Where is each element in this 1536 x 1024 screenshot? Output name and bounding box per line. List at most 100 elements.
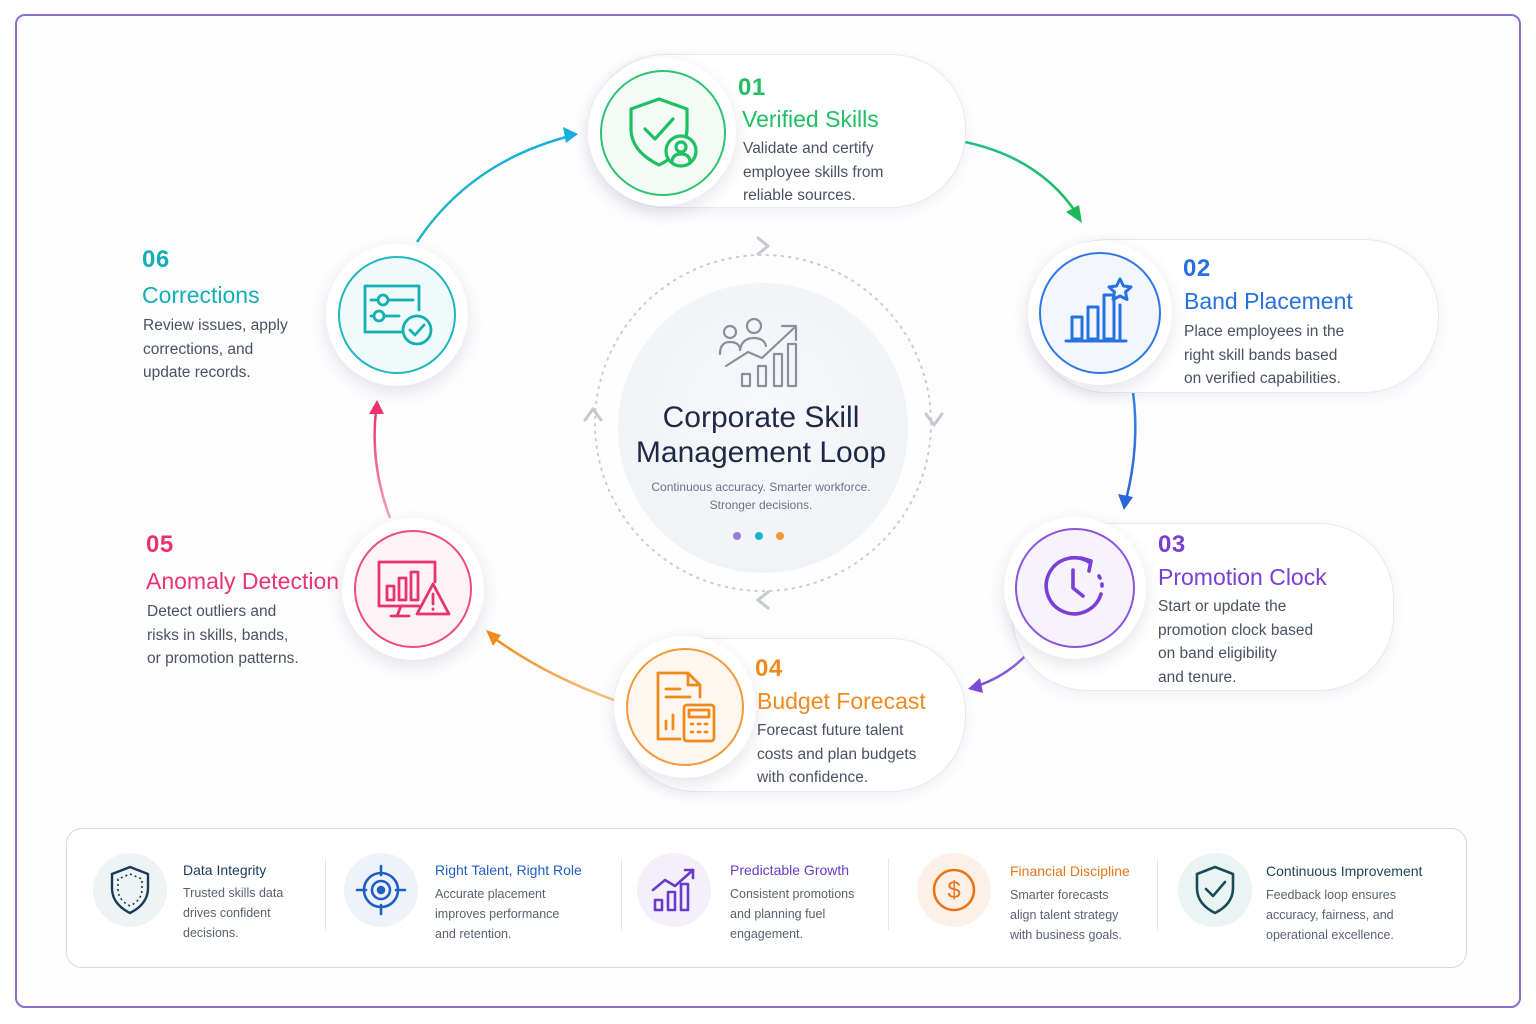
step-icon-ring-04	[626, 648, 744, 766]
benefit-desc-2: Accurate placement improves performance …	[435, 884, 559, 944]
step-number-04: 04	[755, 655, 783, 682]
step-icon-ring-03	[1015, 528, 1135, 648]
benefit-title-1: Data Integrity	[183, 862, 267, 878]
step-icon-circle-01	[588, 58, 736, 206]
shield-icon	[110, 865, 150, 915]
step-title-05: Anomaly Detection	[146, 568, 340, 594]
benefit-divider	[621, 858, 622, 930]
step-desc-06-line-2: corrections, and	[143, 340, 254, 358]
step-icon-ring-06	[338, 256, 456, 374]
benefit-desc-4-line-3: with business goals.	[1010, 928, 1122, 942]
center-subtitle: Continuous accuracy. Smarter workforce. …	[596, 478, 926, 514]
growth-chart-icon	[651, 868, 695, 912]
step-icon-ring-05	[354, 530, 472, 648]
clock-refresh-icon	[1044, 556, 1104, 616]
step-desc-02: Place employees in the right skill bands…	[1184, 320, 1344, 391]
step-desc-04-line-2: costs and plan budgets	[757, 745, 917, 763]
benefit-desc-2-line-3: and retention.	[435, 927, 512, 941]
step-desc-03-line-4: and tenure.	[1158, 668, 1237, 686]
step-desc-05-line-3: or promotion patterns.	[147, 650, 299, 667]
step-desc-02-line-3: on verified capabilities.	[1184, 370, 1341, 387]
center-subtitle-line-2: Stronger decisions.	[709, 498, 813, 512]
step-title-02: Band Placement	[1184, 288, 1353, 314]
svg-text:$: $	[947, 877, 960, 904]
shield-check-icon	[1195, 865, 1235, 915]
center-dot-teal	[755, 532, 763, 540]
step-desc-06-line-3: update records.	[143, 364, 251, 381]
center-title-line-1: Corporate Skill	[662, 401, 860, 434]
step-desc-04-line-3: with confidence.	[757, 769, 869, 786]
benefit-desc-1-line-1: Trusted skills data	[183, 886, 284, 900]
step-title-06: Corrections	[142, 282, 260, 308]
benefit-desc-4-line-1: Smarter forecasts	[1010, 888, 1109, 902]
bar-chart-star-icon	[1064, 277, 1133, 343]
step-number-05: 05	[146, 531, 174, 558]
benefit-icon-bg-1	[93, 853, 167, 927]
step-desc-03-line-2: promotion clock based	[1158, 621, 1314, 639]
step-number-01: 01	[738, 74, 766, 101]
benefit-icon-bg-3	[637, 853, 711, 927]
step-icon-circle-03	[1004, 517, 1146, 659]
benefit-desc-1-line-3: decisions.	[183, 926, 239, 940]
benefit-desc-5: Feedback loop ensures accuracy, fairness…	[1266, 885, 1396, 945]
monitor-warning-icon	[377, 560, 451, 618]
benefit-desc-2-line-1: Accurate placement	[435, 887, 546, 901]
shield-user-check-icon	[629, 97, 698, 168]
center-title: Corporate Skill Management Loop	[596, 400, 926, 470]
benefit-icon-bg-5	[1178, 853, 1252, 927]
step-desc-03-line-1: Start or update the	[1158, 598, 1287, 615]
benefit-title-4: Financial Discipline	[1010, 863, 1130, 879]
center-dot-orange	[776, 532, 784, 540]
benefit-desc-3: Consistent promotions and planning fuel …	[730, 884, 854, 944]
benefit-divider	[1157, 858, 1158, 930]
step-icon-circle-02	[1028, 241, 1172, 385]
step-number-03: 03	[1158, 531, 1186, 558]
step-icon-circle-06	[326, 244, 468, 386]
benefit-desc-3-line-3: engagement.	[730, 927, 803, 941]
benefit-icon-bg-2	[344, 853, 418, 927]
center-hub	[596, 245, 936, 585]
step-number-06: 06	[142, 246, 170, 273]
step-desc-04-line-1: Forecast future talent	[757, 722, 904, 739]
settings-sliders-check-icon	[363, 284, 433, 346]
benefit-desc-3-line-2: and planning fuel	[730, 907, 826, 921]
step-icon-circle-05	[342, 518, 484, 660]
center-title-line-2: Management Loop	[635, 436, 887, 469]
step-desc-05-line-1: Detect outliers and	[147, 603, 277, 620]
document-calculator-icon	[656, 671, 716, 743]
step-desc-02-line-1: Place employees in the	[1184, 323, 1345, 340]
benefit-desc-4: Smarter forecasts align talent strategy …	[1010, 885, 1122, 945]
benefit-divider	[888, 858, 889, 930]
benefit-desc-4-line-2: align talent strategy	[1010, 908, 1119, 922]
step-icon-circle-04	[614, 636, 756, 778]
benefit-desc-1-line-2: drives confident	[183, 906, 271, 920]
step-title-01: Verified Skills	[742, 106, 879, 132]
step-desc-03: Start or update the promotion clock base…	[1158, 595, 1313, 689]
step-title-04: Budget Forecast	[757, 688, 926, 714]
center-disc	[618, 283, 908, 573]
step-desc-01-line-2: employee skills from	[743, 163, 884, 181]
step-desc-01-line-3: reliable sources.	[743, 187, 856, 204]
target-icon	[355, 864, 407, 916]
center-subtitle-line-1: Continuous accuracy. Smarter workforce.	[651, 480, 871, 494]
benefit-desc-3-line-1: Consistent promotions	[730, 887, 855, 901]
step-desc-01-line-1: Validate and certify	[743, 140, 874, 157]
benefit-desc-1: Trusted skills data drives confident dec…	[183, 883, 283, 943]
step-icon-ring-02	[1039, 252, 1161, 374]
step-title-03: Promotion Clock	[1158, 564, 1327, 590]
benefit-desc-5-line-2: accuracy, fairness, and	[1266, 908, 1394, 922]
step-desc-05: Detect outliers and risks in skills, ban…	[147, 600, 299, 671]
benefit-icon-bg-4: $	[917, 853, 991, 927]
dollar-coin-icon: $	[932, 868, 976, 912]
step-desc-06-line-1: Review issues, apply	[143, 317, 288, 334]
step-desc-03-line-3: on band eligibility	[1158, 645, 1277, 662]
benefit-title-3: Predictable Growth	[730, 862, 850, 878]
step-desc-05-line-2: risks in skills, bands,	[147, 626, 289, 644]
step-desc-06: Review issues, apply corrections, and up…	[143, 314, 288, 385]
benefit-desc-5-line-1: Feedback loop ensures	[1266, 888, 1396, 902]
benefit-title-5: Continuous Improvement	[1266, 863, 1423, 879]
people-growth-chart-icon	[718, 317, 798, 388]
benefit-title-2: Right Talent, Right Role	[435, 862, 582, 878]
benefit-desc-2-line-2: improves performance	[435, 907, 560, 921]
center-dot-purple	[733, 532, 741, 540]
